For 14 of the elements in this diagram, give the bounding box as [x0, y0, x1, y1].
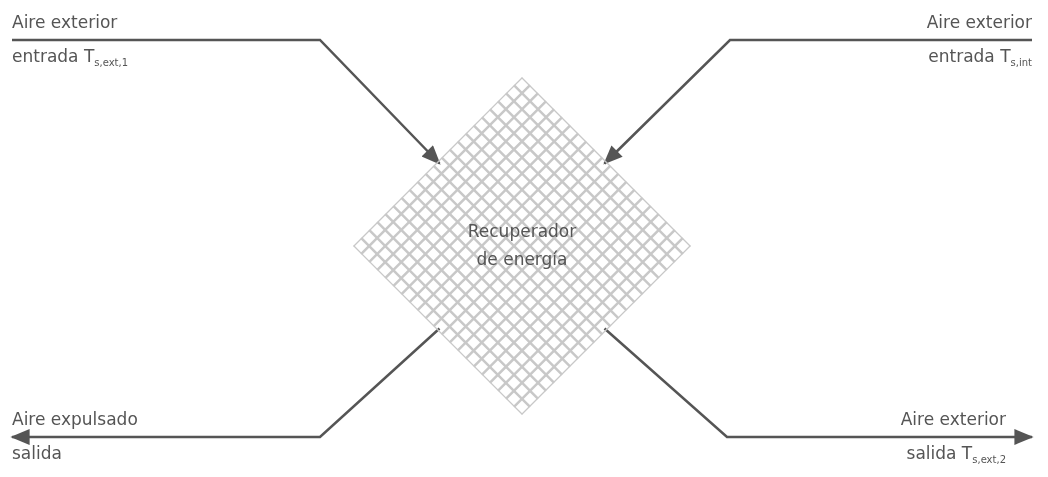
flow-sublabel: entrada T$_{s,int}$ — [928, 45, 1032, 71]
flow-sublabel: salida T$_{s,ext,2}$ — [906, 442, 1006, 468]
flow-arrow — [603, 327, 1034, 445]
flow-sublabel: salida — [12, 442, 62, 464]
node-label: Recuperador de energía — [466, 220, 578, 271]
flow-arrow — [10, 327, 441, 445]
heat-exchanger-diamond — [353, 77, 691, 415]
flow-label: Aire exterior — [12, 11, 118, 33]
flow-sublabel: entrada T$_{s,ext,1}$ — [12, 45, 129, 71]
flow-arrow — [12, 38, 441, 165]
flow-label: Aire exterior — [900, 408, 1006, 430]
flow-label: Aire expulsado — [12, 408, 138, 430]
flow-arrow — [603, 38, 1032, 165]
flow-label: Aire exterior — [926, 11, 1032, 33]
